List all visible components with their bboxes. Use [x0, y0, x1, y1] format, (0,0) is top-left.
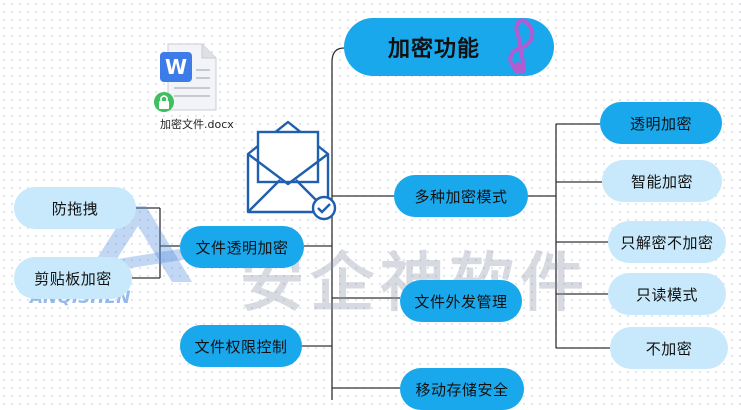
- mode-read-only: 只读模式: [608, 273, 726, 315]
- branch-multi-mode: 多种加密模式: [394, 175, 528, 217]
- connector-lines: [132, 47, 610, 400]
- root-label: 加密功能: [388, 37, 481, 62]
- file-caption: 加密文件.docx: [160, 118, 234, 131]
- word-document-icon: W: [154, 43, 217, 112]
- mode-decrypt-only: 只解密不加密: [608, 221, 726, 263]
- mode-no-encryption: 不加密: [610, 327, 728, 369]
- branch-permission-control: 文件权限控制: [180, 325, 302, 367]
- leaf-clipboard-encryption: 剪贴板加密: [14, 257, 132, 299]
- mode-transparent: 透明加密: [600, 102, 722, 144]
- branch-outgoing-management: 文件外发管理: [400, 280, 522, 322]
- word-letter: W: [165, 55, 187, 79]
- envelope-icon: [246, 120, 337, 221]
- mode-smart: 智能加密: [602, 160, 722, 202]
- leaf-drag-prevention: 防拖拽: [14, 187, 136, 229]
- branch-mobile-storage: 移动存储安全: [400, 368, 524, 410]
- branch-transparent-encryption: 文件透明加密: [180, 226, 304, 268]
- music-note-icon: [508, 18, 535, 74]
